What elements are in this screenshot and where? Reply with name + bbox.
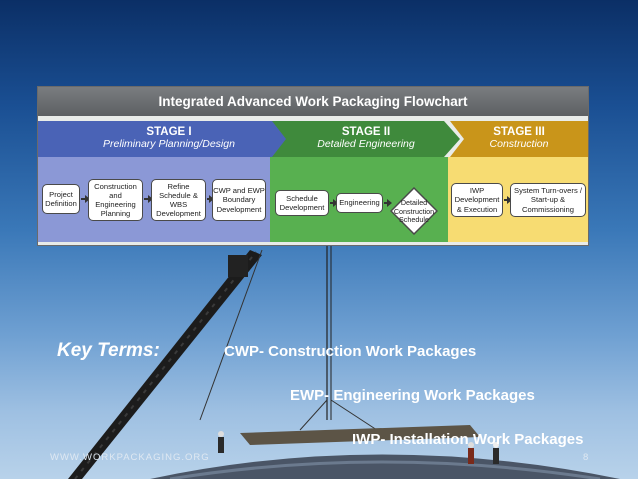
decision-diamond-shape xyxy=(390,187,438,235)
crane-boom xyxy=(68,249,263,479)
step-cwp-ewp-boundary: CWP and EWP Boundary Development xyxy=(212,179,266,221)
footer-url: WWW.WORKPACKAGING.ORG xyxy=(50,452,210,463)
step-construction-engineering-planning: Construction and Engineering Planning xyxy=(88,179,143,221)
key-terms-heading: Key Terms: xyxy=(57,340,160,361)
flow-arrow xyxy=(81,195,90,203)
stage-1-header: STAGE I Preliminary Planning/Design xyxy=(38,121,300,157)
stage-3-arrow-shape xyxy=(450,121,588,157)
flow-arrow xyxy=(144,195,153,203)
stage-1-subtitle: Preliminary Planning/Design xyxy=(103,138,235,150)
flowchart-title: Integrated Advanced Work Packaging Flowc… xyxy=(38,87,588,116)
stage-1-label: STAGE I xyxy=(146,126,192,138)
step-iwp-development: IWP Development & Execution xyxy=(451,183,503,217)
stage-3-subtitle: Construction xyxy=(489,138,549,150)
term-iwp: IWP- Installation Work Packages xyxy=(352,431,584,448)
stage-2-arrow-shape xyxy=(272,121,460,157)
step-detailed-construction-schedule: Detailed Construction Schedule xyxy=(393,198,435,225)
stage-2-header: STAGE II Detailed Engineering xyxy=(272,121,460,157)
step-schedule-development: Schedule Development xyxy=(275,190,329,216)
flow-arrow xyxy=(330,199,338,207)
stage-2-subtitle: Detailed Engineering xyxy=(317,138,415,150)
flowchart: Integrated Advanced Work Packaging Flowc… xyxy=(38,87,588,245)
stage-3-label: STAGE III xyxy=(493,126,545,138)
stage-2-label: STAGE II xyxy=(341,126,391,138)
flow-arrow xyxy=(207,195,214,203)
stage-3-header: STAGE III Construction xyxy=(450,121,588,157)
step-refine-schedule-wbs: Refine Schedule & WBS Development xyxy=(151,179,206,221)
stage-1-arrow-shape xyxy=(38,121,300,157)
step-engineering: Engineering xyxy=(336,193,383,213)
step-system-turnover-commissioning: System Turn-overs / Start-up & Commissio… xyxy=(510,183,586,217)
flow-arrow xyxy=(384,199,392,207)
term-cwp: CWP- Construction Work Packages xyxy=(224,343,477,360)
flow-arrow xyxy=(504,196,512,204)
page-number: 8 xyxy=(583,452,589,463)
term-ewp: EWP- Engineering Work Packages xyxy=(290,387,535,404)
step-project-definition: Project Definition xyxy=(42,184,80,214)
